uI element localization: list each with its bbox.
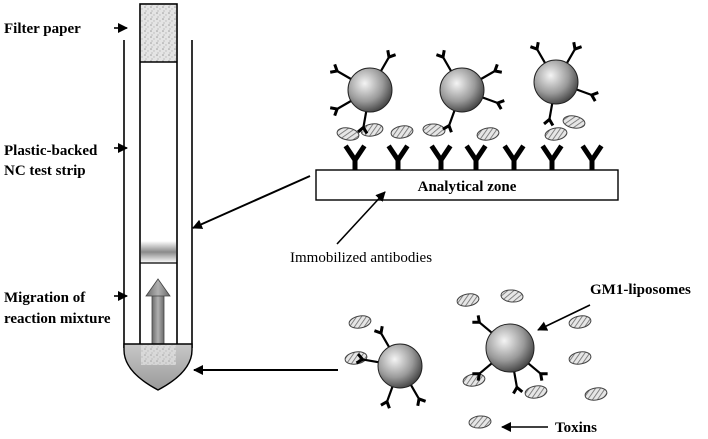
toxin [336,127,360,141]
antibody-tip [329,106,340,117]
antibody-tip [355,353,365,365]
toxin [476,127,500,141]
antibody-tip [442,123,453,133]
analytical-zone-group: Analytical zone [192,41,619,229]
label-nc-test-strip: NC test strip [4,163,86,179]
test-strip-device [123,3,193,391]
toxin [468,415,492,429]
sample-pad-inner [141,345,176,365]
antibody-tip [380,399,391,409]
immobilized-antibody [464,144,488,171]
antibody-tip [435,49,446,60]
antibody-tip [543,117,555,127]
antibody-stem [362,358,379,364]
antibody-tip [512,385,524,395]
antibody-tip [329,63,340,74]
analytical-zone-box [315,169,619,201]
antibody-tip [538,372,548,381]
reaction-mixture-cluster [344,289,608,429]
label-migration-of: Migration of [4,290,86,306]
liposome-sphere [377,343,423,389]
toxin [500,289,524,303]
antibody-stem [576,88,593,97]
toxin [584,387,608,401]
antibody-tip [386,49,397,60]
antibody-stem [527,362,542,375]
antibody-stem [513,371,519,388]
antibody-stem [336,100,352,110]
antibody-stem [482,96,499,105]
label-immobilized-antibodies: Immobilized antibodies [290,250,432,266]
toxin [422,123,446,137]
immobilized-antibody [343,144,367,171]
antibody-stem [478,362,493,375]
antibody-tip [472,315,482,324]
toxin [344,351,368,365]
immobilized-antibody [502,144,526,171]
antibody-tip [373,325,384,336]
liposome-sphere [347,67,393,113]
arrow-immobilized-antibodies [336,191,386,245]
gm1-liposome [435,49,505,133]
toxin [348,315,372,329]
label-analytical-zone: Analytical zone [418,179,517,195]
antibody-stem [480,70,496,80]
toxin [568,351,592,365]
antibody-stem [536,48,546,64]
antibody-stem [447,110,456,127]
antibody-tip [492,63,503,74]
toxin [568,315,592,329]
label-gm1-liposomes: GM1-liposomes [590,282,691,298]
label-reaction-mixture: reaction mixture [4,311,111,327]
label-toxins: Toxins [555,420,597,436]
bound-liposomes [329,41,599,141]
left-labels: Filter paper Plastic-backed NC test stri… [4,21,128,327]
antibody-tip [572,41,583,52]
antibody-stem [380,56,390,72]
arrow-gm1-liposomes [537,304,591,331]
test-line-band [141,241,176,263]
antibody-tip [416,396,427,407]
antibody-tip [472,372,482,381]
immobilized-antibody [386,144,410,171]
antibody-stem [336,70,352,80]
antibody-stem [385,386,394,403]
antibody-tip [357,125,369,135]
toxin [562,115,586,129]
label-plastic-backed: Plastic-backed [4,143,98,159]
immobilized-antibody [429,144,453,171]
toxin [544,127,568,141]
gm1-liposome [329,49,397,135]
antibody-tip [589,91,599,102]
antibody-stem [548,103,554,120]
antibody-stem [566,48,576,64]
liposome-sphere [533,59,579,105]
antibody-stem [410,384,420,400]
antibody-tip [495,99,505,110]
label-filter-paper: Filter paper [4,21,81,37]
toxin [456,293,480,307]
gm1-liposome [529,41,599,127]
immobilized-antibody-row [343,144,604,171]
toxin [524,385,548,399]
toxin [390,125,414,139]
gm1-liposome [355,325,427,409]
gm1-liposome [472,315,548,395]
antibody-stem [442,56,452,72]
arrow-zone-to-strip [192,175,311,229]
immobilized-antibody [540,144,564,171]
immobilized-antibody [580,144,604,171]
antibody-stem [380,332,390,348]
liposome-sphere [439,67,485,113]
liposome-sphere [485,323,535,373]
antibody-tip [529,41,540,52]
antibody-stem [362,111,368,128]
filter-paper-pad [141,5,176,62]
antibody-stem [478,321,493,334]
